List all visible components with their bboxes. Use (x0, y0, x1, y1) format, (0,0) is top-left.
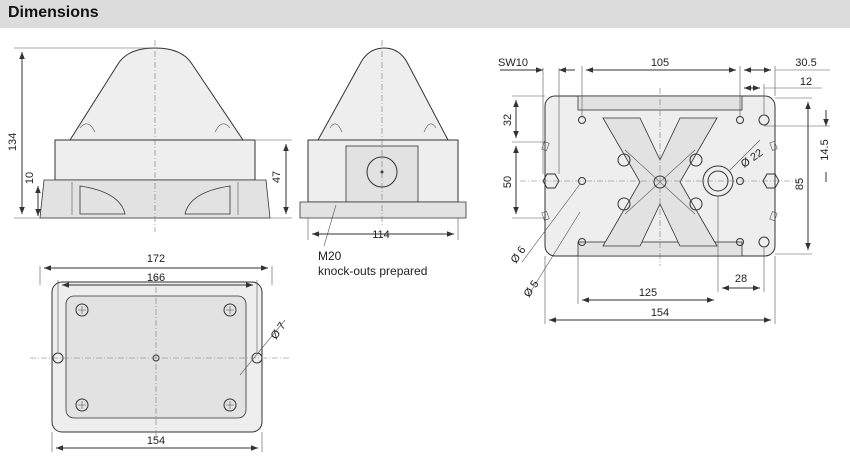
dim-side-width: 114 (372, 229, 390, 241)
front-view: 134 10 47 (7, 40, 292, 232)
bottom-view: SW10 105 30.5 12 32 50 (498, 57, 831, 324)
dim-154: 154 (651, 307, 669, 319)
section-header: Dimensions (0, 0, 850, 28)
dim-85: 85 (794, 178, 806, 190)
note-knockouts: knock-outs prepared (318, 264, 427, 278)
dim-top-outer: 172 (147, 253, 165, 265)
dim-12: 12 (800, 76, 812, 88)
dim-wrench-size: SW10 (498, 57, 528, 69)
dim-top-holes: 166 (147, 272, 165, 284)
dim-50: 50 (502, 176, 514, 188)
dim-32: 32 (502, 114, 514, 126)
dim-front-height: 134 (7, 133, 19, 151)
dim-30-5: 30.5 (795, 57, 816, 69)
dim-125: 125 (639, 287, 657, 299)
dim-front-body: 47 (271, 171, 283, 183)
dim-28: 28 (735, 273, 747, 285)
dim-dia-5: Ø 5 (522, 278, 542, 299)
dim-dia-6: Ø 6 (509, 244, 529, 265)
top-view: 172 166 154 Ø 7 (30, 253, 290, 452)
dimension-drawing: 134 10 47 114 (7, 40, 831, 452)
dim-14-5: 14.5 (819, 139, 831, 160)
section-title: Dimensions (8, 4, 99, 21)
dim-top-hole-dia: Ø 7 (269, 320, 289, 341)
dim-front-base: 10 (24, 172, 36, 184)
note-m20: M20 (318, 249, 342, 263)
dim-hole-spacing-105: 105 (651, 57, 669, 69)
dim-top-body: 154 (147, 435, 165, 447)
side-view: 114 M20 knock-outs prepared (299, 40, 467, 278)
